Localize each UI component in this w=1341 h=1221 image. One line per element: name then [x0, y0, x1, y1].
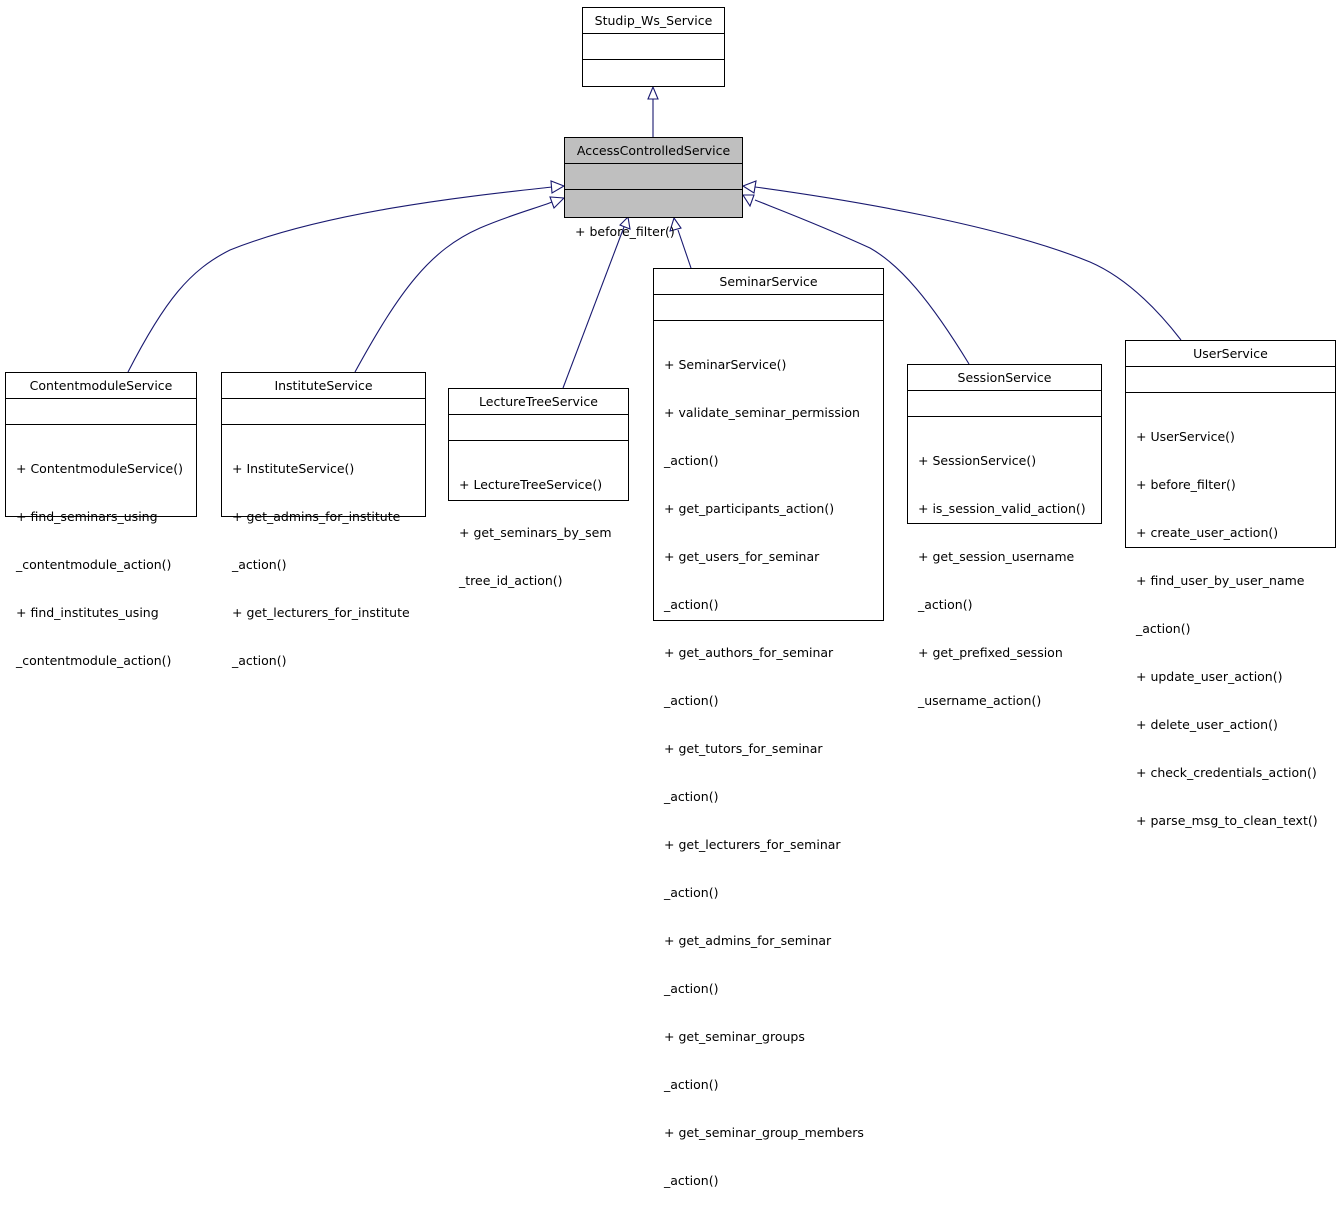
operation: + check_credentials_action() — [1136, 765, 1317, 780]
attributes-compartment — [1126, 367, 1335, 393]
class-user-service: UserService + UserService() + before_fil… — [1125, 340, 1336, 828]
operation: _action() — [1136, 621, 1191, 636]
operation: + find_user_by_user_name — [1136, 573, 1305, 588]
operation: + get_admins_for_seminar — [664, 933, 832, 948]
operation: + validate_seminar_permission — [664, 405, 860, 420]
operation: + LectureTreeService() — [459, 477, 603, 492]
operations-compartment: + InstituteService() + get_admins_for_in… — [222, 425, 425, 701]
edge-contentmodule-to-access — [127, 186, 553, 373]
edge-user-to-access — [754, 186, 1182, 341]
attributes-compartment — [449, 415, 628, 441]
arrowhead-studip — [647, 85, 659, 100]
operation: _action() — [664, 1077, 719, 1092]
operation: _action() — [664, 453, 719, 468]
operation: + get_prefixed_session — [918, 645, 1063, 660]
attributes-compartment — [222, 399, 425, 425]
class-studip-ws-service: Studip_Ws_Service — [582, 7, 725, 87]
operation: _username_action() — [918, 693, 1042, 708]
attributes-compartment — [654, 295, 883, 321]
operation: + get_lecturers_for_seminar — [664, 837, 841, 852]
arrowhead-user — [741, 180, 757, 194]
operation: + InstituteService() — [232, 461, 355, 476]
operation: + get_session_username — [918, 549, 1075, 564]
edge-institute-to-access — [354, 201, 553, 373]
operation: + get_seminar_group_members — [664, 1125, 864, 1140]
operation: _contentmodule_action() — [16, 557, 172, 572]
operation: _tree_id_action() — [459, 573, 563, 588]
arrowhead-session — [741, 194, 755, 208]
operation: + get_users_for_seminar — [664, 549, 820, 564]
class-seminar-service: SeminarService + SeminarService() + vali… — [653, 268, 884, 1188]
arrowhead-seminar — [669, 216, 682, 232]
arrowhead-contentmodule — [550, 180, 566, 194]
operation: + UserService() — [1136, 429, 1235, 444]
class-name: ContentmoduleService — [6, 373, 196, 399]
inheritance-edges — [127, 85, 1182, 389]
attributes-compartment — [908, 391, 1101, 417]
operations-compartment: + SessionService() + is_session_valid_ac… — [908, 417, 1101, 741]
operation: + find_institutes_using — [16, 605, 159, 620]
operations-compartment — [583, 60, 724, 64]
operations-compartment: + before_filter() — [565, 190, 742, 272]
operation: _action() — [664, 1173, 719, 1188]
operation: _action() — [664, 789, 719, 804]
operation: + get_admins_for_institute — [232, 509, 401, 524]
operations-compartment: + LectureTreeService() + get_seminars_by… — [449, 441, 628, 621]
class-name: SessionService — [908, 365, 1101, 391]
class-name: UserService — [1126, 341, 1335, 367]
operation: _action() — [232, 653, 287, 668]
operation: + before_filter() — [575, 224, 675, 239]
operation: _action() — [664, 597, 719, 612]
operation: + before_filter() — [1136, 477, 1236, 492]
operation: + update_user_action() — [1136, 669, 1283, 684]
class-name: LectureTreeService — [449, 389, 628, 415]
operation: + get_seminars_by_sem — [459, 525, 612, 540]
operation: + delete_user_action() — [1136, 717, 1278, 732]
operation: + is_session_valid_action() — [918, 501, 1086, 516]
operation: + get_participants_action() — [664, 501, 835, 516]
operation: + SeminarService() — [664, 357, 787, 372]
class-name: Studip_Ws_Service — [583, 8, 724, 34]
operation: + parse_msg_to_clean_text() — [1136, 813, 1318, 828]
operation: _action() — [664, 693, 719, 708]
edge-seminar-to-access — [677, 229, 692, 269]
operation: + SessionService() — [918, 453, 1037, 468]
class-contentmodule-service: ContentmoduleService + ContentmoduleServ… — [5, 372, 197, 668]
class-name: SeminarService — [654, 269, 883, 295]
class-name: AccessControlledService — [565, 138, 742, 164]
attributes-compartment — [565, 164, 742, 190]
operations-compartment: + ContentmoduleService() + find_seminars… — [6, 425, 196, 701]
operation: _action() — [232, 557, 287, 572]
operations-compartment: + SeminarService() + validate_seminar_pe… — [654, 321, 883, 1221]
operation: + ContentmoduleService() — [16, 461, 183, 476]
operation: + get_seminar_groups — [664, 1029, 805, 1044]
class-access-controlled-service: AccessControlledService + before_filter(… — [564, 137, 743, 239]
operation: _action() — [664, 885, 719, 900]
class-lecture-tree-service: LectureTreeService + LectureTreeService(… — [448, 388, 629, 588]
class-institute-service: InstituteService + InstituteService() + … — [221, 372, 426, 668]
operation: + get_tutors_for_seminar — [664, 741, 823, 756]
operation: + create_user_action() — [1136, 525, 1279, 540]
operation: _action() — [664, 981, 719, 996]
operation: _action() — [918, 597, 973, 612]
operation: + get_authors_for_seminar — [664, 645, 834, 660]
arrowhead-institute — [549, 196, 566, 209]
operation: + find_seminars_using — [16, 509, 158, 524]
attributes-compartment — [583, 34, 724, 60]
class-name: InstituteService — [222, 373, 425, 399]
edge-lecturetree-to-access — [562, 226, 625, 389]
operations-compartment: + UserService() + before_filter() + crea… — [1126, 393, 1335, 861]
edge-session-to-access — [754, 199, 970, 365]
arrowhead-lecturetree — [619, 215, 631, 230]
attributes-compartment — [6, 399, 196, 425]
operation: _contentmodule_action() — [16, 653, 172, 668]
class-session-service: SessionService + SessionService() + is_s… — [907, 364, 1102, 708]
operation: + get_lecturers_for_institute — [232, 605, 410, 620]
